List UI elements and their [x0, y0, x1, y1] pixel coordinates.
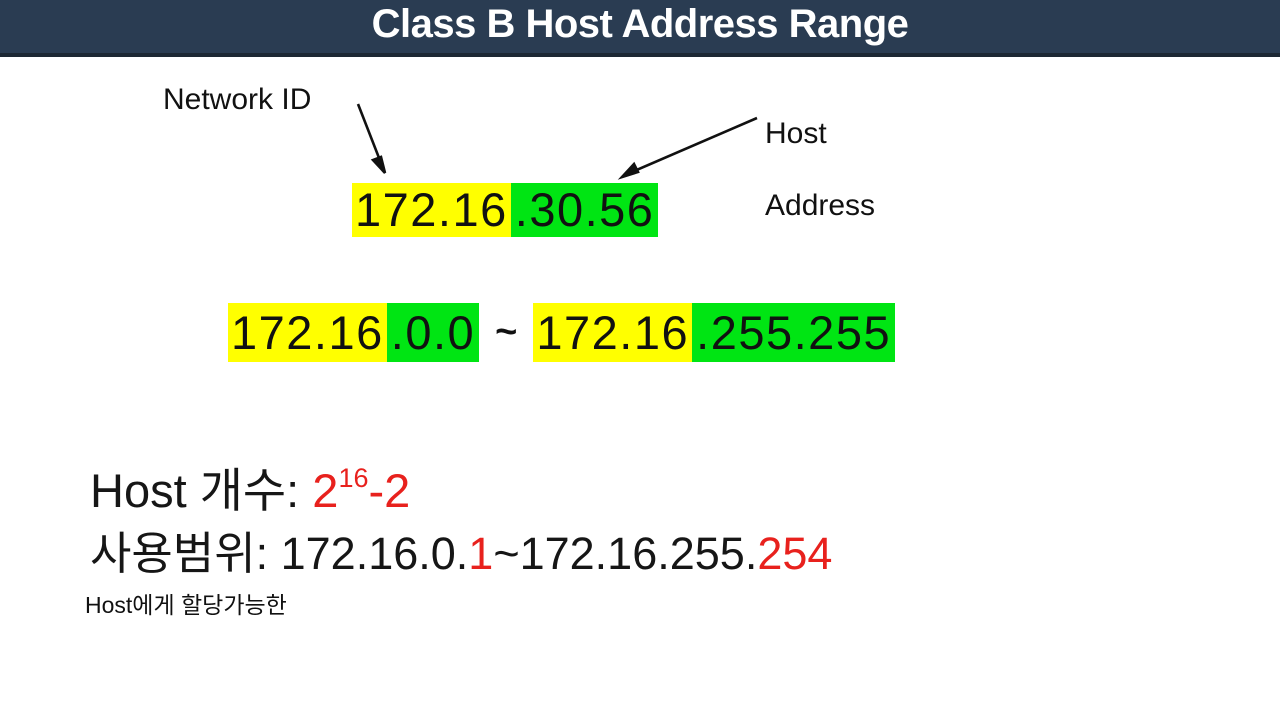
range-end-host-segment: .255.255	[692, 303, 896, 362]
range-start-host-segment: .0.0	[386, 303, 480, 362]
slide-header: Class B Host Address Range	[0, 0, 1280, 57]
host-address-label: Host Address	[765, 80, 875, 260]
host-count-line: Host 개수: 216-2	[90, 452, 410, 521]
example-ip-host-segment: .30.56	[510, 183, 659, 237]
example-ip-network-segment: 172.16	[352, 183, 511, 237]
range-separator: ~	[495, 311, 518, 353]
host-address-arrow	[617, 116, 758, 180]
range-end-network-segment: 172.16	[533, 303, 693, 362]
host-address-label-line1: Host	[765, 117, 827, 150]
usage-range-start-prefix: 172.16.0.	[280, 528, 469, 579]
range-start-address: 172.16 .0.0	[228, 303, 480, 362]
host-count-exponent: 16	[338, 463, 369, 493]
range-end-address: 172.16 .255.255	[533, 303, 896, 362]
host-count-suffix: -2	[368, 464, 411, 517]
usage-range-label: 사용범위:	[90, 528, 281, 579]
network-id-arrow	[356, 103, 387, 174]
range-start-network-segment: 172.16	[228, 303, 387, 362]
network-id-label: Network ID	[163, 83, 312, 116]
usage-range-line: 사용범위: 172.16.0.1~172.16.255.254	[90, 517, 832, 582]
usage-range-start-host: 1	[468, 528, 494, 579]
host-address-label-line2: Address	[765, 189, 876, 222]
usage-range-end-host: 254	[757, 528, 833, 579]
address-range-row: 172.16 .0.0 ~ 172.16 .255.255	[228, 303, 896, 362]
usage-range-end-prefix: 172.16.255.	[519, 528, 758, 579]
host-count-label: Host 개수:	[90, 464, 313, 517]
footnote-text: Host에게 할당가능한	[85, 592, 287, 618]
example-ip-address: 172.16 .30.56	[352, 183, 659, 237]
page-title: Class B Host Address Range	[371, 2, 909, 46]
host-count-base: 2	[312, 464, 339, 517]
usage-range-separator: ~	[493, 528, 520, 579]
